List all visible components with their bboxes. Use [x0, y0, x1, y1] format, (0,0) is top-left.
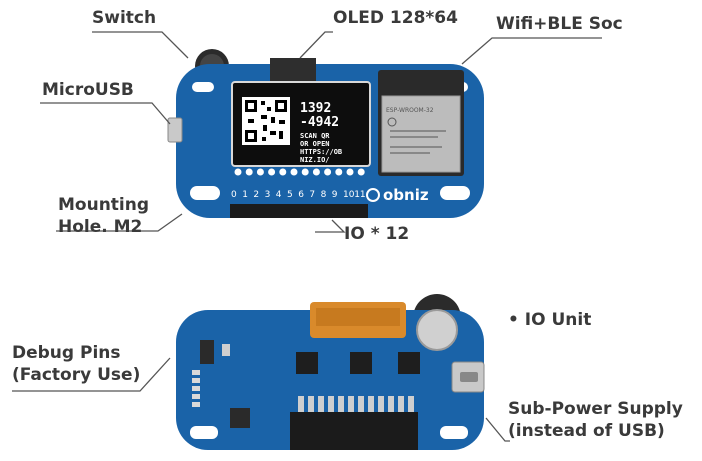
front-board: 1392 -4942 SCAN QR OR OPEN HTTPS://OB NI… — [167, 49, 484, 218]
io-pin-hole — [234, 168, 242, 176]
io-pin-hole — [268, 168, 276, 176]
io-number-label: 3 — [265, 190, 271, 200]
label-io12: IO * 12 — [344, 224, 410, 244]
io-number-label: 5 — [287, 190, 293, 200]
io-pin-hole — [324, 168, 332, 176]
io-number-label: 2 — [253, 190, 259, 200]
io-pin-hole — [301, 168, 309, 176]
io-pin-hole — [346, 168, 354, 176]
label-subpower-line2: (instead of USB) — [508, 421, 665, 441]
label-oled: OLED 128*64 — [333, 8, 458, 28]
back-pin-pad — [358, 396, 364, 412]
io-number-label: 0 — [231, 190, 237, 200]
debug-pin-pad — [192, 394, 200, 399]
io-number-label: 7 — [309, 190, 315, 200]
esp-module-text: ESP-WROOM-32 — [386, 107, 434, 114]
back-pin-pad — [348, 396, 354, 412]
mounting-hole-right — [440, 186, 470, 200]
io-number-label: 11 — [354, 190, 365, 200]
label-mounting-line2: Hole. M2 — [58, 217, 143, 237]
back-pin-pad — [408, 396, 414, 412]
oled-msg2: OR OPEN — [300, 140, 330, 148]
obniz-logo-icon — [366, 188, 380, 202]
io-number-label: 6 — [298, 190, 304, 200]
label-mounting-line1: Mounting — [58, 195, 150, 215]
back-mounting-hole-right — [440, 426, 468, 439]
io-pin-hole — [279, 168, 287, 176]
brand-name: obniz — [383, 186, 429, 204]
label-debug-line1: Debug Pins — [12, 343, 121, 363]
io-pin-hole — [357, 168, 365, 176]
label-wifi: Wifi+BLE Soc — [496, 14, 623, 34]
back-pin-pad — [338, 396, 344, 412]
label-switch: Switch — [92, 8, 157, 28]
io-pin-hole — [312, 168, 320, 176]
debug-pin-pad — [192, 386, 200, 391]
io-header — [230, 204, 368, 218]
leader-lines — [12, 31, 602, 442]
esp-module-shield — [381, 95, 461, 173]
io-pin-hole — [256, 168, 264, 176]
oled-msg4: NIZ.IO/ — [300, 156, 330, 164]
back-pin-pad — [398, 396, 404, 412]
io-pin-hole — [290, 168, 298, 176]
io-number-label: 10 — [343, 190, 355, 200]
microusb-connector — [167, 117, 183, 143]
debug-pin-pad — [192, 402, 200, 407]
oled-cable — [270, 58, 316, 82]
back-io-header — [290, 412, 418, 450]
mounting-hole-left — [190, 186, 220, 200]
io-number-label: 1 — [242, 190, 248, 200]
oled-msg3: HTTPS://OB — [300, 148, 342, 156]
back-pin-pads — [298, 396, 414, 412]
debug-pin-pad — [192, 378, 200, 383]
back-pin-pad — [368, 396, 374, 412]
label-debug-line2: (Factory Use) — [12, 365, 141, 385]
oled-msg1: SCAN QR — [300, 132, 330, 140]
back-pin-pad — [318, 396, 324, 412]
coin-battery — [416, 309, 458, 351]
label-microusb: MicroUSB — [42, 80, 134, 100]
label-subpower-line1: Sub-Power Supply — [508, 399, 683, 419]
io-pin-hole — [245, 168, 253, 176]
io-pin-holes — [234, 168, 365, 176]
label-io-unit: • IO Unit — [508, 310, 592, 330]
debug-pin-pad — [192, 370, 200, 375]
back-mounting-hole-left — [190, 426, 218, 439]
io-pin-hole — [335, 168, 343, 176]
back-pin-pad — [308, 396, 314, 412]
back-pin-pad — [298, 396, 304, 412]
io-number-label: 4 — [276, 190, 282, 200]
io-number-label: 8 — [321, 190, 327, 200]
back-pin-pad — [378, 396, 384, 412]
io-number-label: 9 — [332, 190, 338, 200]
oled-id-line2: -4942 — [300, 115, 339, 130]
back-pin-pad — [388, 396, 394, 412]
debug-pin-pads — [192, 370, 200, 407]
back-board — [176, 294, 485, 450]
back-pin-pad — [328, 396, 334, 412]
oled-id-line1: 1392 — [300, 101, 331, 116]
